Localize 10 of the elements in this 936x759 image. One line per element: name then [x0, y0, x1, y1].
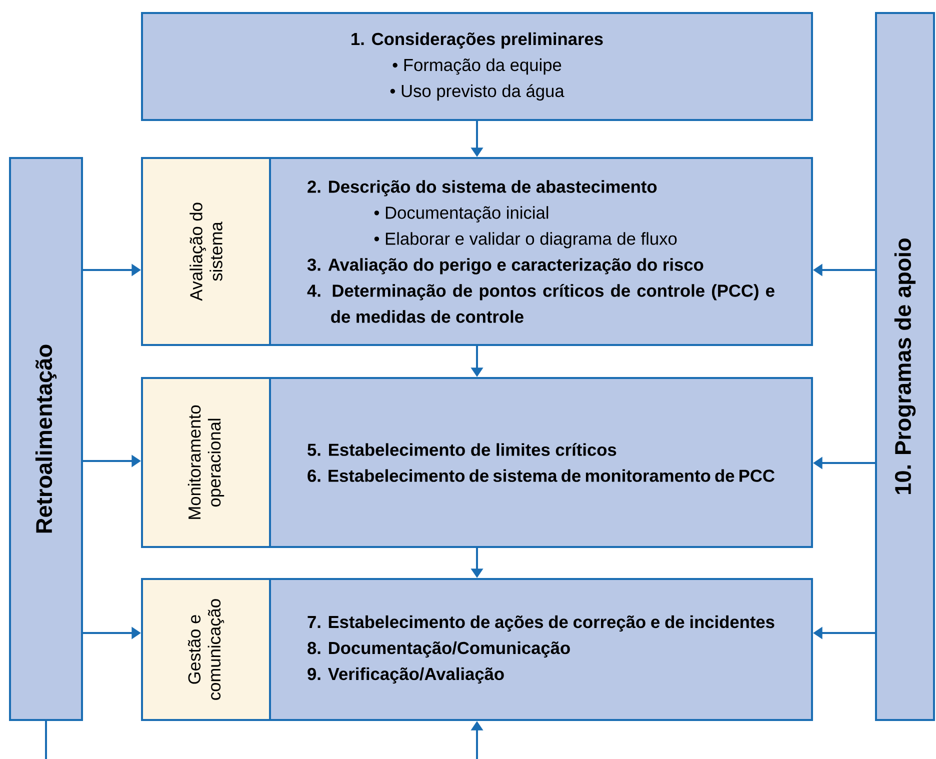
side-band: 10. Programas de apoio	[875, 12, 935, 721]
process-box: 2. Descrição do sistema de abastecimento • Documentação inicial • Elaborar e validar o diagrama de fluxo 3. Avaliação do perigo e caracterização do risco 4. Determinação de pontos críticos de controle (PCC) e de medidas de controle	[269, 157, 813, 346]
process-box: 7. Estabelecimento de ações de correção e de incidentes 8. Documentação/Comunicação 9. Verificação/Avaliação	[269, 578, 813, 721]
phase-label-box: Avaliação do sistema	[141, 157, 271, 346]
phase-label-box: Monitoramento operacional	[141, 377, 271, 548]
side-band: Retroalimentação	[9, 157, 83, 721]
connector-line	[45, 721, 47, 759]
process-box: 1. Considerações preliminares • Formação da equipe • Uso previsto da água	[141, 12, 813, 121]
phase-label-box: Gestão e comunicação	[141, 578, 271, 721]
process-box: 5. Estabelecimento de limites críticos 6. Estabelecimento de sistema de monitoramento de PCC	[269, 377, 813, 548]
